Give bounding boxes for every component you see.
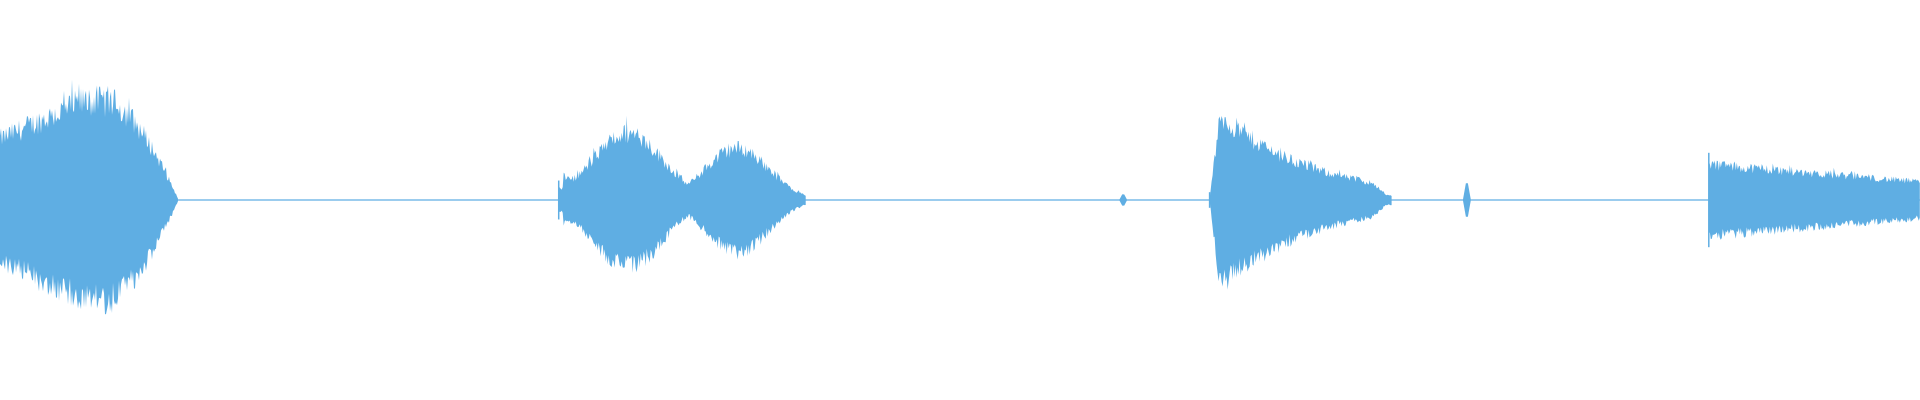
waveform-segment-4 <box>1708 160 1920 240</box>
waveform-segments <box>0 79 1920 315</box>
waveform-segment-3 <box>1209 116 1392 290</box>
waveform-blip-1 <box>1119 194 1128 206</box>
waveform-segment-1 <box>0 79 178 315</box>
waveform-segment-2 <box>558 115 806 273</box>
waveform-blip-2 <box>1462 183 1471 217</box>
